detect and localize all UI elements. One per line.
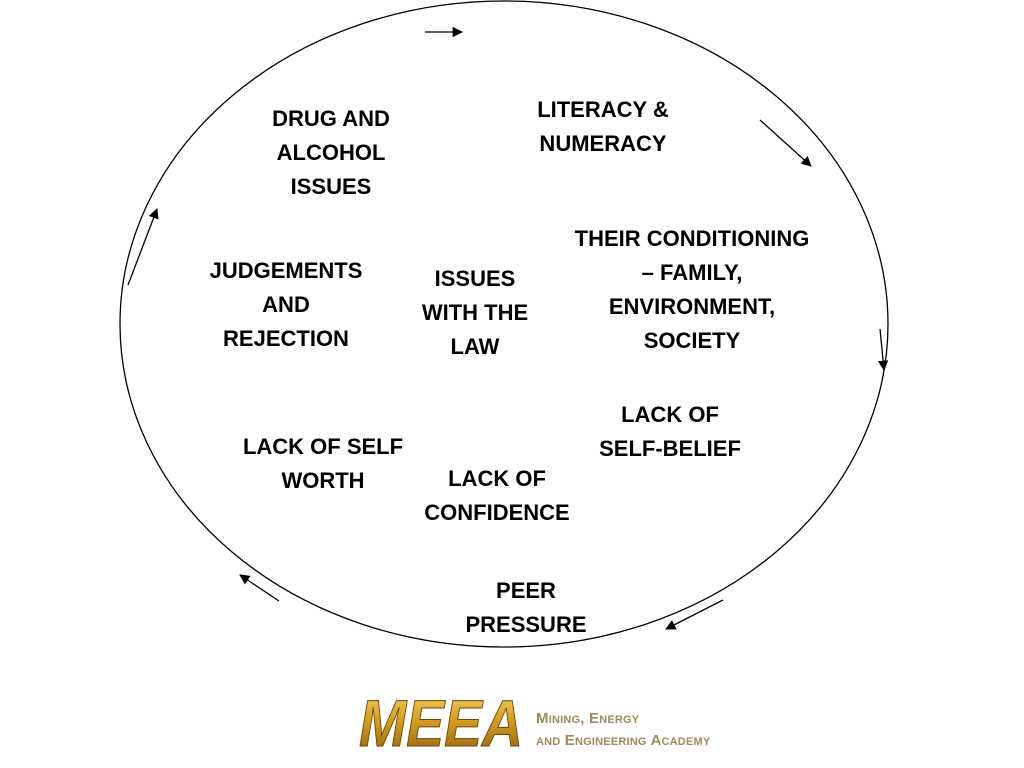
label-line: ALCOHOL — [276, 140, 386, 165]
label-their-conditioning: THEIR CONDITIONING – FAMILY, ENVIRONMENT… — [575, 222, 810, 358]
arrow-right — [877, 328, 889, 372]
label-line: LAW — [450, 334, 500, 359]
label-lack-of-self-belief: LACK OF SELF-BELIEF — [599, 398, 741, 466]
label-line: THEIR CONDITIONING — [574, 226, 810, 251]
label-line: LACK OF SELF — [242, 434, 404, 459]
label-drug-alcohol-issues: DRUG AND ALCOHOL ISSUES — [272, 102, 390, 204]
cycle-arrows — [127, 26, 889, 630]
label-lack-of-self-worth: LACK OF SELF WORTH — [243, 430, 403, 498]
academy-name-line2: and Engineering Academy — [536, 732, 711, 749]
label-line: PEER — [496, 578, 556, 603]
arrow-bottom-left — [239, 574, 280, 602]
label-line: CONFIDENCE — [424, 500, 570, 525]
meea-logo: MEEA Mining, Energy and Engineering Acad… — [357, 684, 747, 755]
label-line: ISSUES — [434, 266, 516, 291]
label-literacy-numeracy: LITERACY & NUMERACY — [537, 93, 669, 161]
arrow-top-right — [759, 119, 812, 167]
label-line: AND — [262, 292, 310, 317]
label-line: WITH THE — [421, 300, 529, 325]
arrow-bottom-right — [665, 599, 724, 630]
label-lack-of-confidence: LACK OF CONFIDENCE — [424, 462, 569, 530]
label-line: – FAMILY, — [641, 260, 743, 285]
cycle-ellipse — [119, 0, 889, 648]
label-line: NUMERACY — [539, 131, 667, 156]
academy-name-line1: Mining, Energy — [536, 710, 640, 727]
meea-logo-letters: MEEA — [359, 686, 523, 754]
label-line: ENVIRONMENT, — [608, 294, 776, 319]
label-line: ISSUES — [290, 174, 372, 199]
label-line: PRESSURE — [465, 612, 587, 637]
label-peer-pressure: PEER PRESSURE — [465, 574, 586, 642]
label-line: WORTH — [281, 468, 365, 493]
label-line: LACK OF — [621, 402, 719, 427]
label-line: SOCIETY — [643, 328, 741, 353]
label-issues-with-the-law: ISSUES WITH THE LAW — [422, 262, 528, 364]
label-line: LACK OF — [448, 466, 546, 491]
label-line: JUDGEMENTS — [209, 258, 363, 283]
label-line: REJECTION — [223, 326, 349, 351]
label-line: LITERACY & — [537, 97, 669, 122]
label-line: DRUG AND — [272, 106, 390, 131]
label-judgements-rejection: JUDGEMENTS AND REJECTION — [210, 254, 363, 356]
meea-logo-mark: MEEA — [359, 686, 524, 755]
label-line: SELF-BELIEF — [599, 436, 741, 461]
arrow-left — [127, 208, 159, 286]
